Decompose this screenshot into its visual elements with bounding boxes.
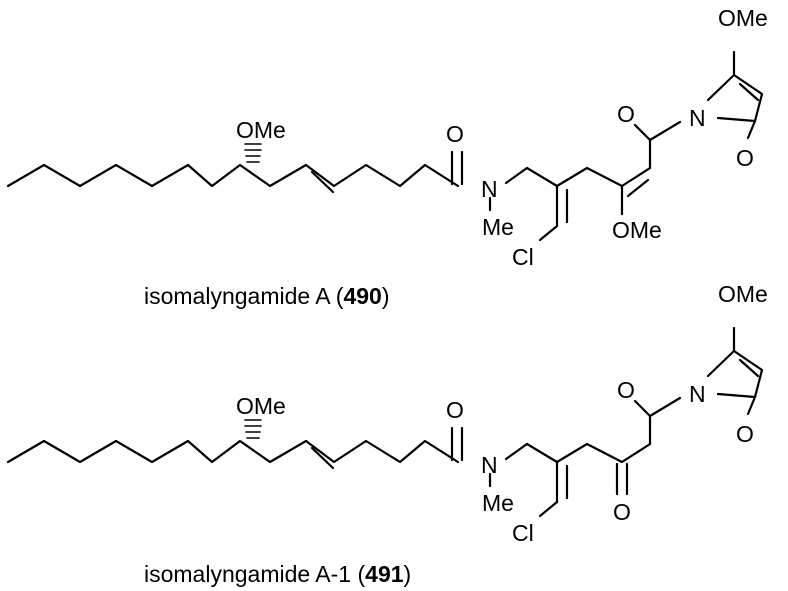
- caption-491-name: isomalyngamide A-1: [144, 561, 351, 587]
- ring-ome-label: OMe: [718, 5, 768, 31]
- trans-double-bond: [310, 446, 335, 470]
- branch-bonds: [525, 166, 652, 188]
- alkyl-chain-bonds: [6, 163, 460, 188]
- ring-n-label: N: [689, 381, 706, 407]
- caption-490: isomalyngamide A (490): [144, 283, 390, 309]
- enol-ome-label: OMe: [612, 217, 662, 243]
- amide-o-label: O: [446, 397, 464, 423]
- trans-double-bond: [310, 170, 335, 194]
- branch-bonds: [525, 442, 652, 464]
- acyl-to-n-bond: [648, 396, 682, 418]
- caption-490-name: isomalyngamide A: [144, 283, 331, 309]
- chloro-label: Cl: [512, 244, 534, 270]
- ring-ome-label: OMe: [718, 281, 768, 307]
- ketone-o-label: O: [613, 499, 631, 525]
- chain-ome-label: OMe: [236, 393, 286, 419]
- ring-double-bond: [738, 358, 760, 378]
- ring-bonds: [706, 349, 764, 399]
- ring-carbonyl-bond: [746, 119, 757, 140]
- amide-n-label: N: [481, 452, 498, 478]
- acyl-carbonyl-bond-b: [633, 399, 652, 418]
- acyl-to-n-bond: [648, 120, 682, 142]
- amide-o-label: O: [446, 121, 464, 147]
- n-to-ch2-bond: [504, 166, 529, 185]
- ring-double-bond: [738, 82, 760, 102]
- stereo-hash-bond: [244, 143, 262, 163]
- acyl-carbonyl-bond-b: [633, 123, 652, 142]
- caption-491-number: 491: [365, 561, 404, 587]
- vinyl-to-cl-bond: [538, 500, 559, 518]
- acyl-o-label: O: [617, 101, 635, 127]
- vinyl-to-cl-bond: [538, 224, 559, 242]
- n-methyl-label: Me: [482, 490, 514, 516]
- molecule-491: OMe O N Me Cl O O N OMe O: [6, 281, 768, 546]
- chain-ome-label: OMe: [236, 117, 286, 143]
- ring-n-label: N: [689, 105, 706, 131]
- n-methyl-label: Me: [482, 214, 514, 240]
- ring-carbonyl-bond: [746, 395, 757, 416]
- amide-n-label: N: [481, 176, 498, 202]
- caption-490-number: 490: [343, 283, 381, 309]
- ring-carbonyl-o-label: O: [736, 421, 754, 447]
- ring-bonds: [706, 73, 764, 123]
- caption-491: isomalyngamide A-1 (491): [144, 561, 411, 587]
- molecule-490: OMe O N Me Cl OMe O N OMe O: [6, 5, 768, 270]
- alkyl-chain-bonds: [6, 439, 460, 464]
- acyl-o-label: O: [617, 377, 635, 403]
- n-to-ch2-bond: [504, 442, 529, 461]
- chloro-label: Cl: [512, 520, 534, 546]
- ring-carbonyl-o-label: O: [736, 145, 754, 171]
- stereo-hash-bond: [244, 419, 262, 439]
- enol-double-bond: [626, 178, 650, 198]
